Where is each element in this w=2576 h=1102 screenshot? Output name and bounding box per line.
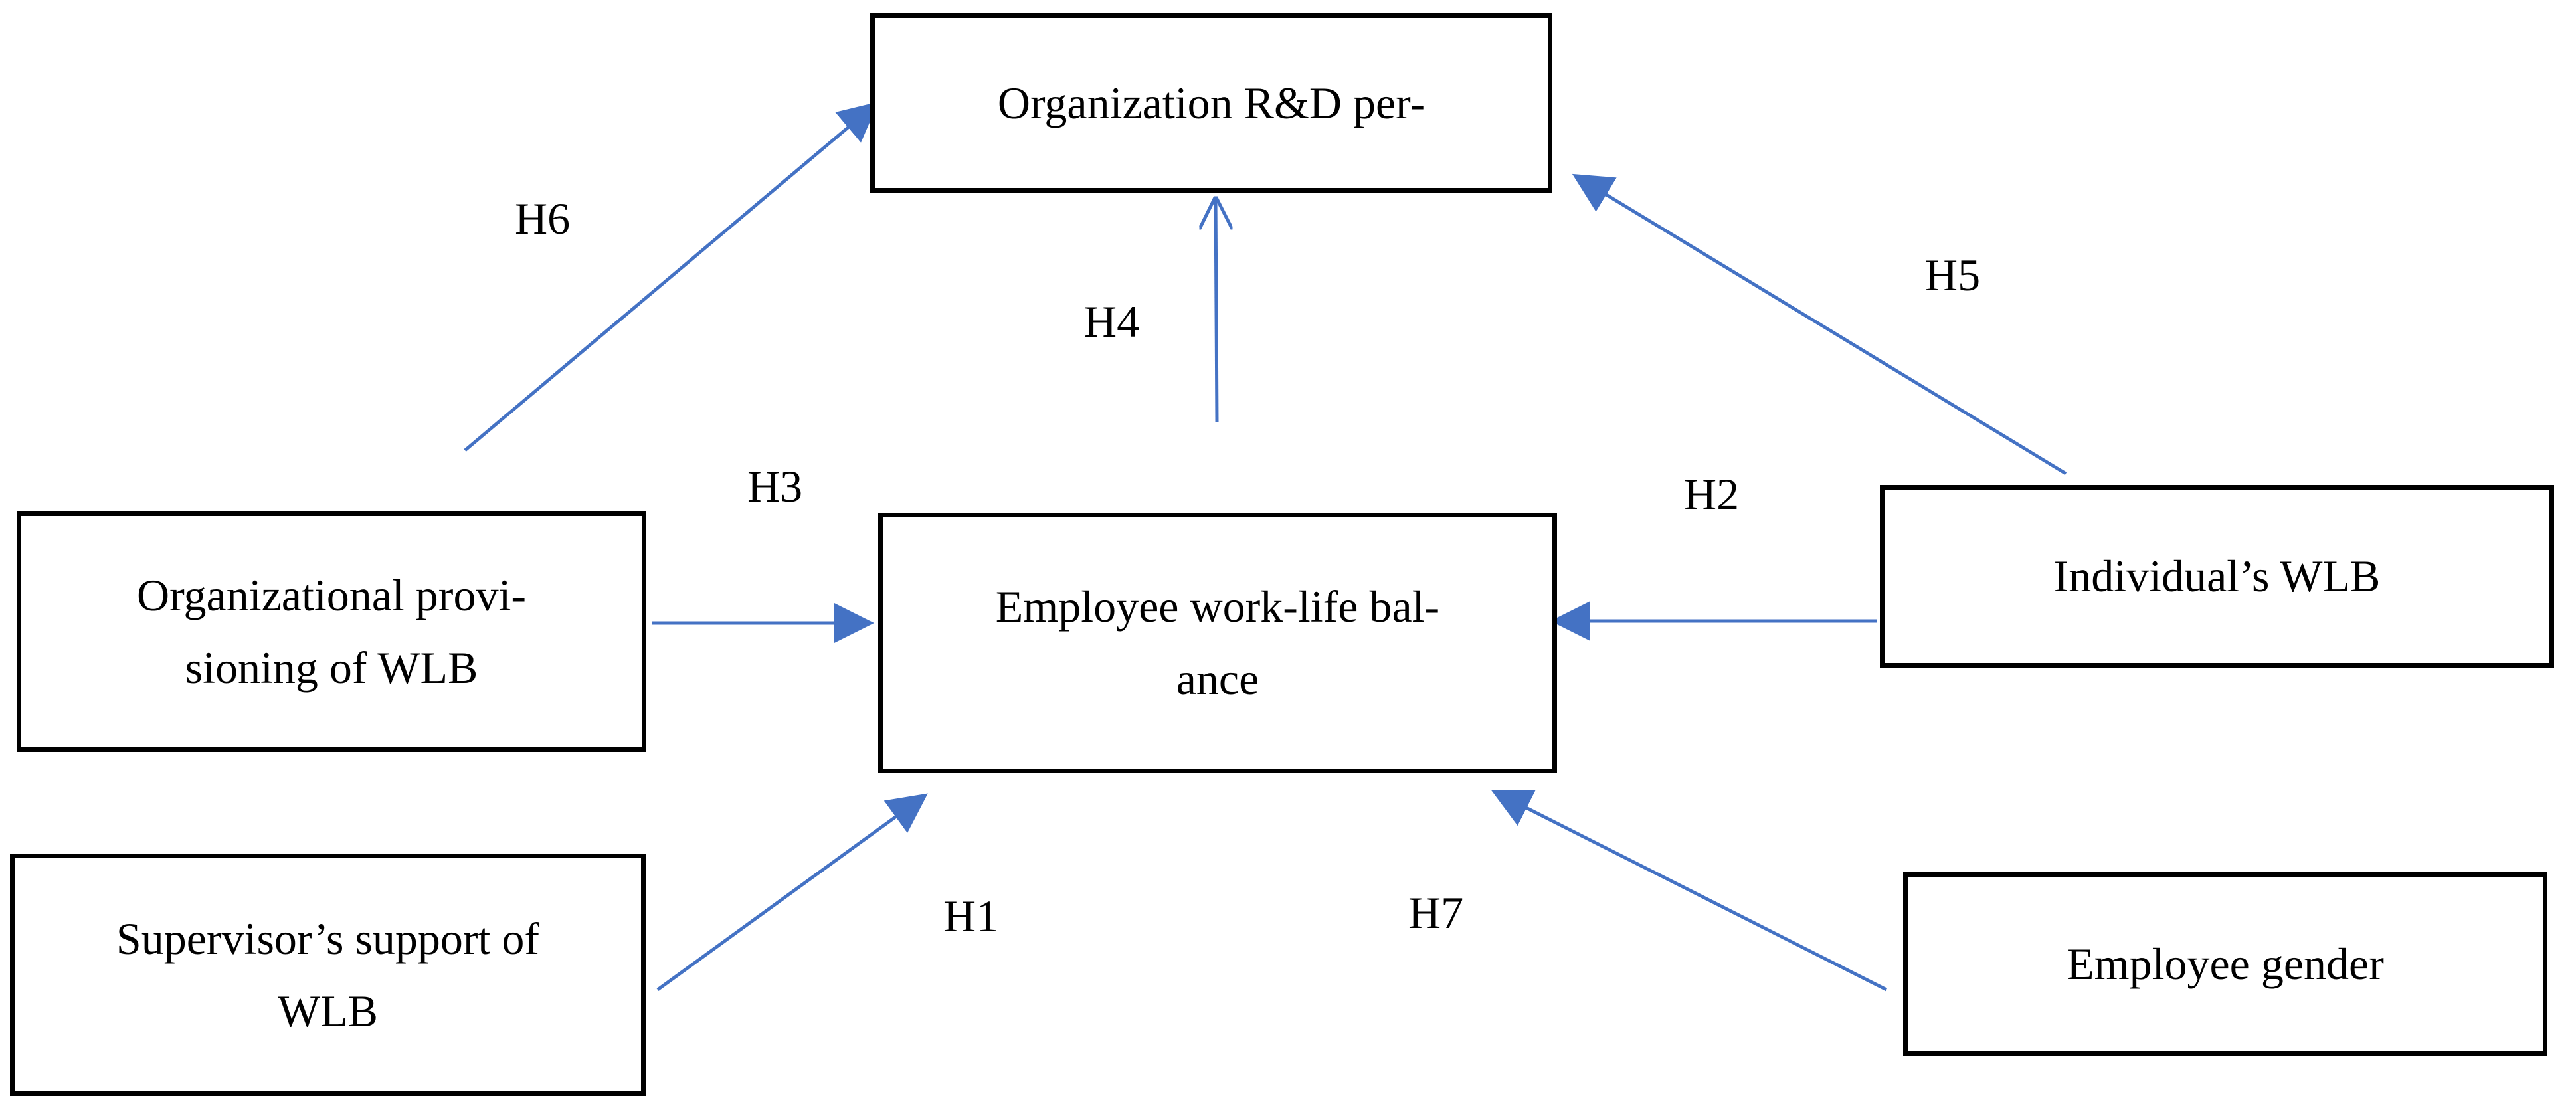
arrow-h6	[464, 102, 879, 452]
node-employee-gender-line-1: Employee gender	[2067, 938, 2384, 989]
node-employee-wlb-line-2: ance	[1176, 654, 1259, 704]
hypothesis-label-h5: H5	[1925, 250, 1981, 300]
node-individual-wlb: Individual’s WLB	[1880, 485, 2554, 668]
hypothesis-label-h6: H6	[515, 193, 571, 244]
node-org-provisioning-line-2: sioning of WLB	[185, 642, 478, 693]
node-rd-performance: Organization R&D per-	[870, 13, 1552, 193]
node-employee-wlb: Employee work-life bal- ance	[878, 513, 1557, 773]
node-supervisor-support: Supervisor’s support of WLB	[10, 854, 646, 1096]
arrow-h4	[1216, 198, 1217, 422]
node-supervisor-support-line-1: Supervisor’s support of	[116, 913, 540, 964]
arrow-h7	[1491, 790, 1888, 992]
arrow-h1	[656, 793, 928, 992]
hypothesis-label-h3: H3	[747, 461, 803, 511]
arrow-h5	[1572, 173, 2067, 476]
node-org-provisioning: Organizational provi- sioning of WLB	[17, 511, 646, 752]
node-employee-wlb-line-1: Employee work-life bal-	[995, 581, 1440, 632]
hypothesis-label-h2: H2	[1684, 469, 1740, 519]
node-org-provisioning-line-1: Organizational provi-	[136, 570, 526, 621]
hypothesis-label-h1: H1	[943, 891, 999, 941]
node-supervisor-support-line-2: WLB	[277, 985, 379, 1036]
hypothesis-label-h7: H7	[1408, 887, 1464, 938]
node-rd-performance-line-1: Organization R&D per-	[997, 77, 1426, 128]
node-employee-gender: Employee gender	[1903, 872, 2547, 1056]
node-individual-wlb-line-1: Individual’s WLB	[2053, 551, 2381, 602]
hypothesis-label-h4: H4	[1084, 296, 1140, 347]
